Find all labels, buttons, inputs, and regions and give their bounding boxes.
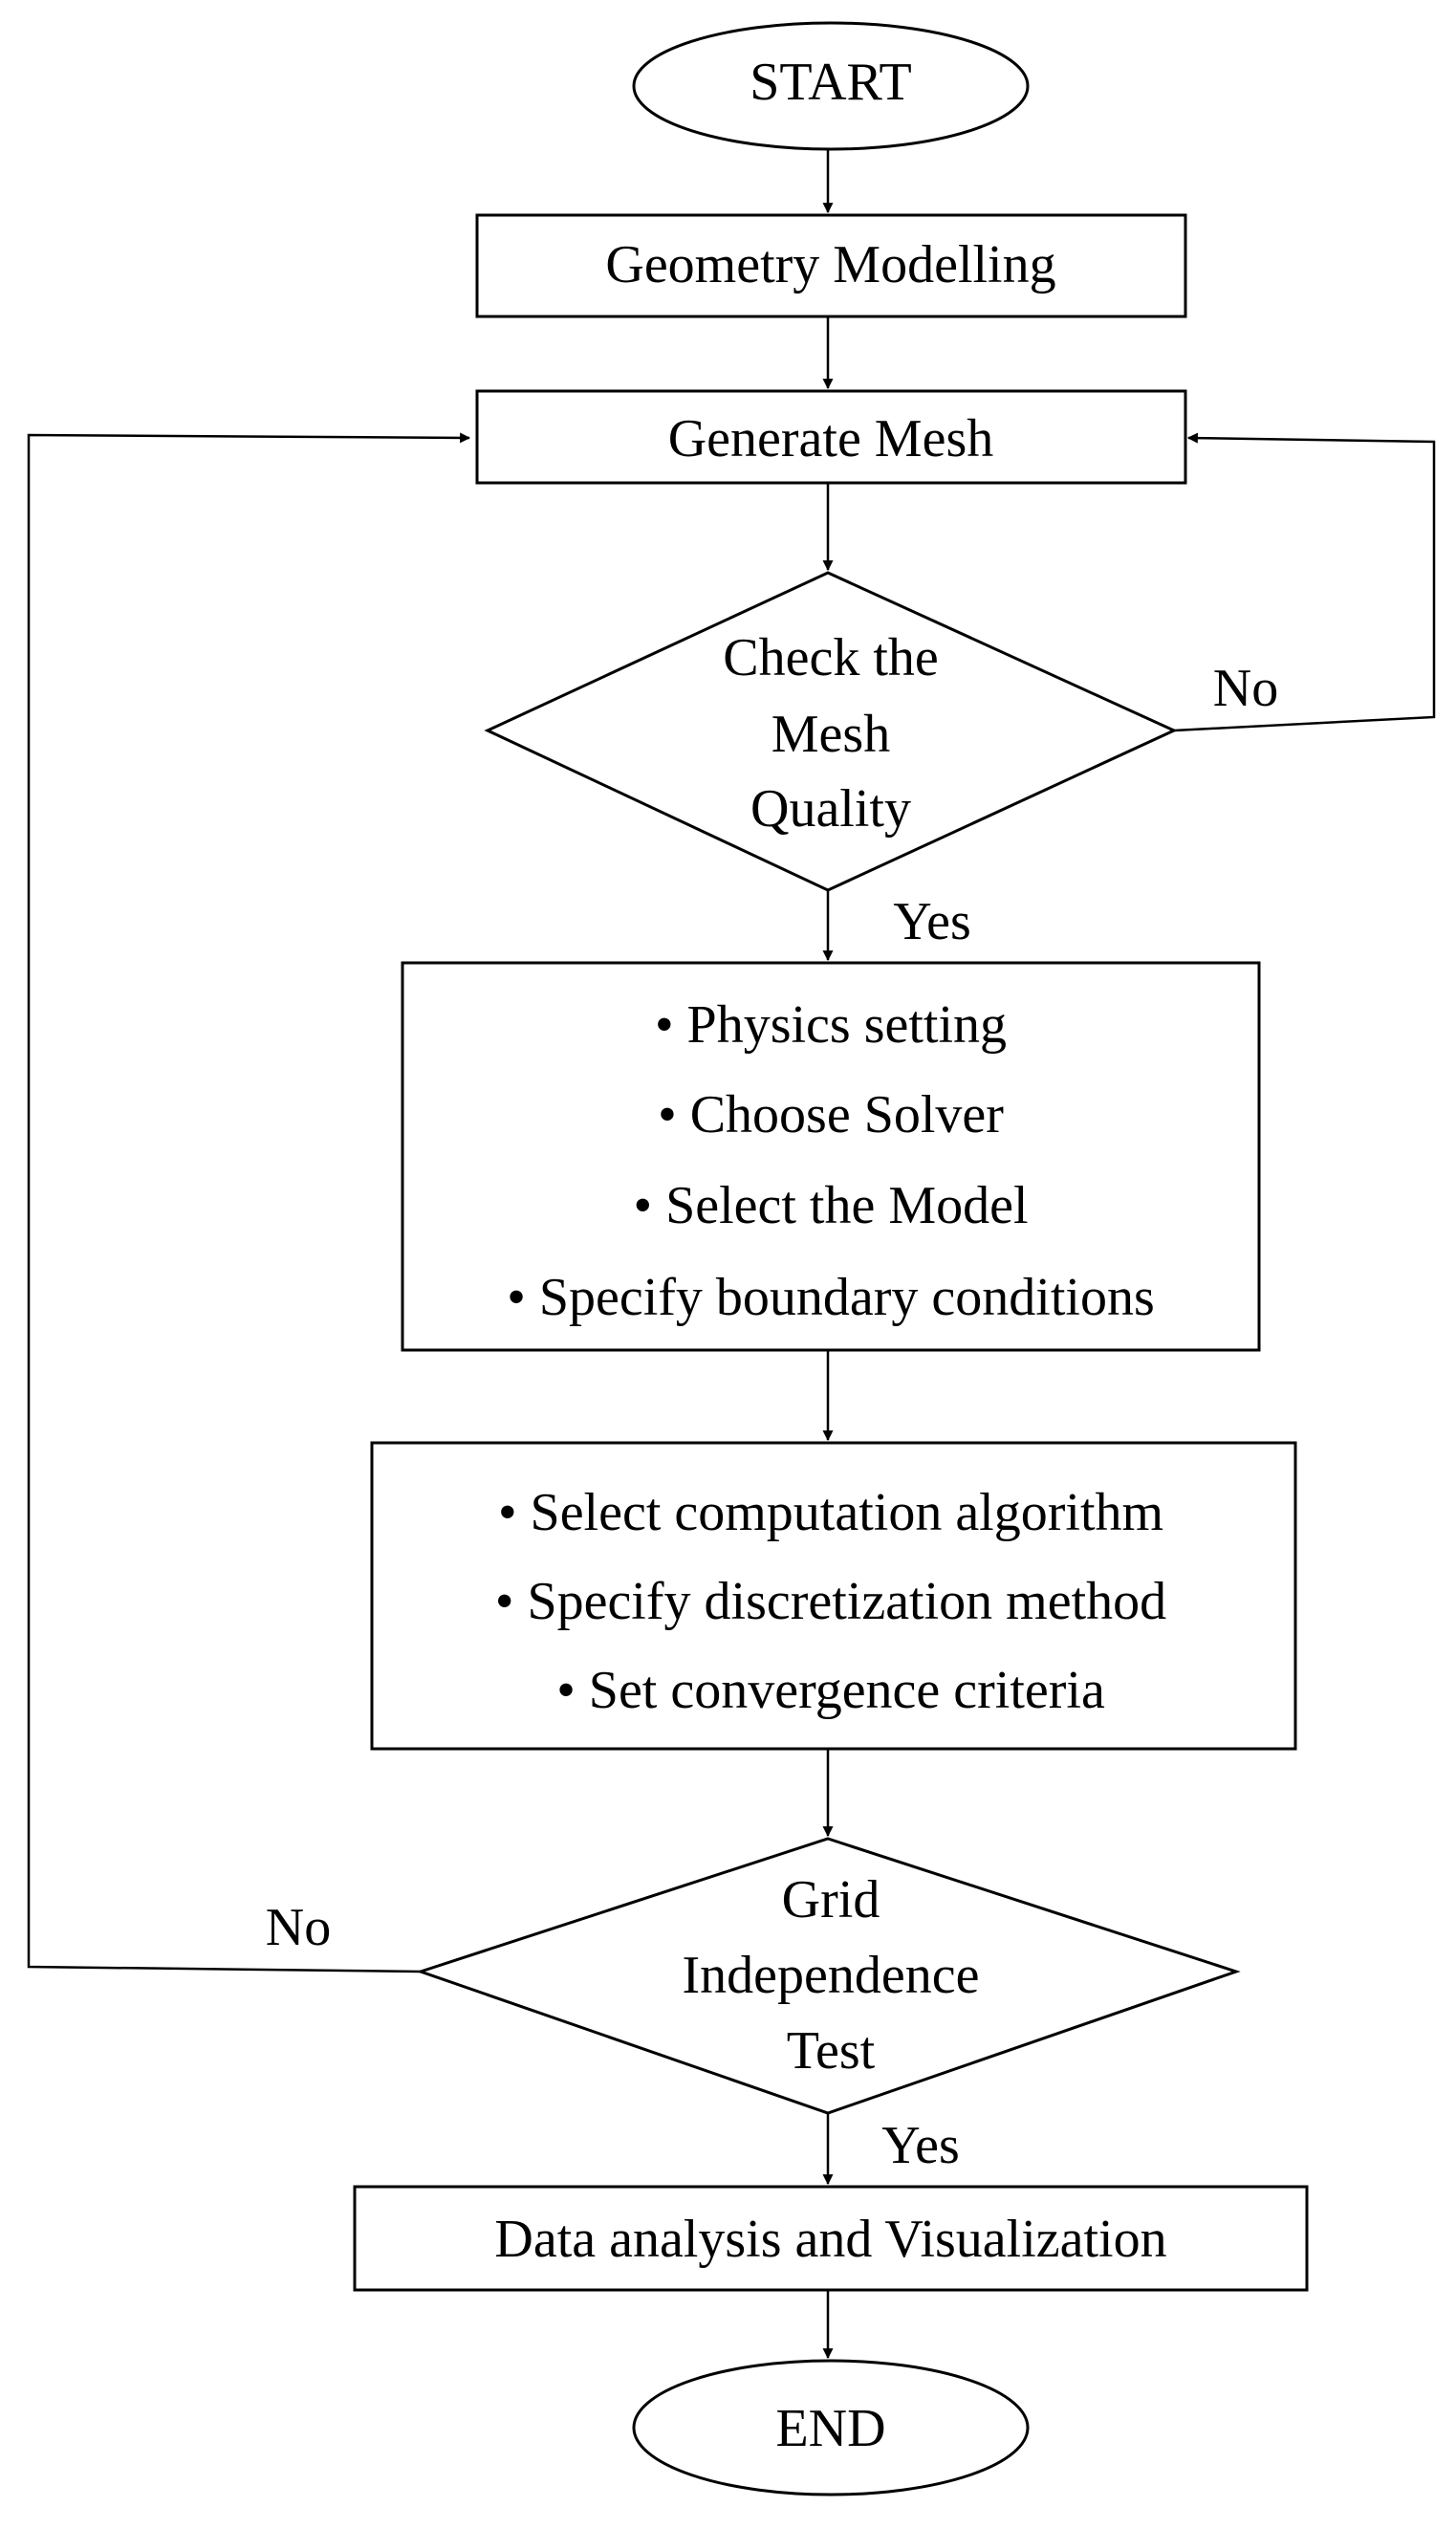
solution-steps-box (370, 1441, 1297, 1751)
check-mesh-quality-decision (484, 571, 1178, 892)
geometry-modelling-box (475, 213, 1187, 318)
setup-step-1: • Physics setting (655, 995, 1007, 1055)
solution-step-3: • Set convergence criteria (556, 1661, 1105, 1720)
geometry-modelling-label: Geometry Modelling (605, 235, 1055, 294)
setup-step-3: • Select the Model (633, 1176, 1028, 1235)
check-mesh-yes-label: Yes (893, 892, 970, 951)
arrow-grid-no-loop (27, 432, 471, 1973)
solution-step-1: • Select computation algorithm (498, 1483, 1163, 1542)
start-label: START (750, 53, 912, 112)
check-mesh-line-1: Check the (723, 628, 938, 687)
grid-independence-decision (416, 1837, 1241, 2115)
grid-test-line-1: Grid (782, 1870, 880, 1929)
grid-test-no-label: No (266, 1898, 331, 1957)
solution-step-2: • Specify discretization method (495, 1572, 1166, 1631)
check-mesh-no-label: No (1213, 659, 1278, 718)
check-mesh-line-3: Quality (750, 779, 911, 839)
generate-mesh-box (475, 389, 1187, 485)
grid-test-yes-label: Yes (881, 2116, 959, 2175)
arrow-check-no-loop (1173, 432, 1436, 732)
start-terminal (632, 21, 1030, 151)
setup-step-2: • Choose Solver (658, 1085, 1004, 1145)
data-analysis-box (353, 2185, 1309, 2292)
check-mesh-line-2: Mesh (771, 705, 890, 764)
generate-mesh-label: Generate Mesh (668, 409, 994, 469)
grid-test-line-3: Test (787, 2021, 876, 2081)
setup-steps-box (401, 961, 1261, 1352)
grid-test-line-2: Independence (683, 1946, 980, 2005)
end-label: END (775, 2399, 885, 2458)
data-analysis-label: Data analysis and Visualization (494, 2210, 1166, 2269)
setup-step-4: • Specify boundary conditions (507, 1268, 1155, 1327)
end-terminal (632, 2359, 1030, 2496)
